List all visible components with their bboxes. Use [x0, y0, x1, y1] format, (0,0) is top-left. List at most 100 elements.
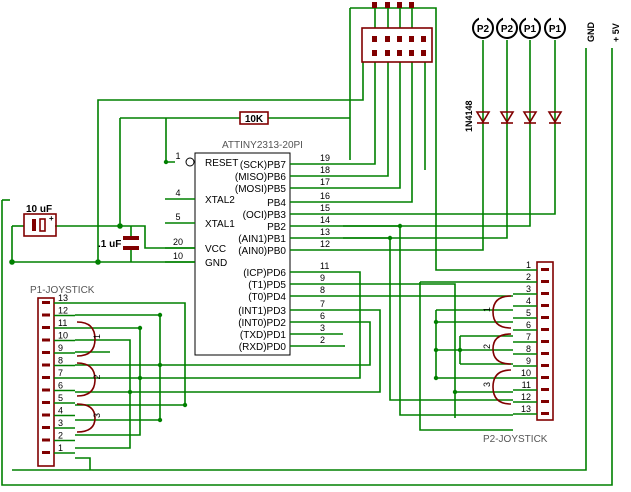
gnd-label: GND	[586, 22, 596, 43]
p2-pin-number: 1	[526, 260, 531, 270]
p2-jumper-label: 3	[482, 382, 492, 387]
ic-pin-label: RESET	[205, 158, 238, 169]
p2-jumper: 1	[482, 295, 512, 329]
capacitor-10uf: 10 uF +	[23, 204, 57, 237]
button-labels: P2 P2 P1 P1	[472, 15, 566, 48]
isp-header	[361, 2, 433, 63]
ic-pin-number: 7	[320, 299, 325, 309]
button-p1-symbol: P1	[519, 15, 541, 48]
p1-pin-number: 4	[58, 406, 63, 416]
p1-jumper: 3	[76, 403, 102, 433]
svg-text:+: +	[49, 214, 54, 223]
ic-pin-number: 4	[175, 188, 180, 198]
p1-pin-number: 10	[58, 331, 68, 341]
ic-pin-label: (T0)PD4	[248, 292, 286, 303]
capacitor-0-1uf: .1 uF	[98, 236, 139, 250]
ic-pin-number: 18	[320, 165, 330, 175]
p1-pin-number: 9	[58, 343, 63, 353]
button-p2-symbol: P2	[472, 15, 494, 48]
p1-jumper: 1	[76, 321, 102, 357]
ic-pin-number: 19	[320, 153, 330, 163]
resistor-label: 10K	[245, 114, 264, 125]
ic-pin-number: 12	[320, 239, 330, 249]
p1-name: P1-JOYSTICK	[30, 285, 95, 296]
p1-pin-number: 13	[58, 293, 68, 303]
ic-pin-number: 5	[175, 212, 180, 222]
button-label: P2	[477, 24, 490, 35]
p1-pin-number: 8	[58, 356, 63, 366]
ic-pin-label: PB2	[267, 222, 286, 233]
p2-pin-number: 8	[526, 344, 531, 354]
ic-pin-number: 9	[320, 273, 325, 283]
p2-jumper-label: 1	[482, 307, 492, 312]
ic-pin-label: (INT0)PD2	[238, 318, 286, 329]
ic-pin-label: (SCK)PB7	[240, 160, 287, 171]
p1-pin-number: 5	[58, 393, 63, 403]
diode-3	[522, 111, 538, 124]
p2-pin-number: 10	[521, 368, 531, 378]
ic-pin-number: 17	[320, 177, 330, 187]
diode-label: 1N4148	[464, 100, 474, 132]
ic-pin-label: (ICP)PD6	[243, 268, 286, 279]
button-label: P2	[501, 24, 514, 35]
p1-pin-number: 1	[58, 443, 63, 453]
p2-pin-number: 13	[521, 404, 531, 414]
ic-pin-label: (AIN0)PB0	[238, 246, 286, 257]
ic-pin-label: VCC	[205, 244, 226, 255]
ic-pin-label: (T1)PD5	[248, 280, 286, 291]
ic-pin-label: (INT1)PD3	[238, 306, 286, 317]
ic-pin-label: (RXD)PD0	[239, 342, 287, 353]
ic-pin-number: 2	[320, 335, 325, 345]
ic-pin-label: XTAL1	[205, 219, 235, 230]
diode-2	[499, 111, 515, 124]
p2-pin-number: 11	[522, 380, 531, 390]
p2-pin-number: 2	[526, 272, 531, 282]
ic-pin-number: 15	[320, 203, 330, 213]
ic-pin-number: 1	[175, 151, 180, 161]
diode-4	[547, 111, 563, 124]
p2-pin-number: 9	[526, 356, 531, 366]
p2-jumper-label: 2	[482, 344, 492, 349]
resistor-10k: 10K	[239, 111, 269, 125]
p2-pin-number: 12	[521, 392, 531, 402]
p1-pin-number: 7	[58, 368, 63, 378]
ic-pin-label: (MISO)PB6	[235, 172, 287, 183]
p1-pin-number: 6	[58, 381, 63, 391]
junctions	[9, 159, 463, 423]
ic-pin-label: (AIN1)PB1	[238, 234, 286, 245]
ic-pin-label: XTAL2	[205, 195, 235, 206]
ic-pin-number: 3	[320, 323, 325, 333]
p2-pin-number: 7	[526, 332, 531, 342]
p1-pin-number: 3	[58, 418, 63, 428]
button-label: P1	[524, 24, 537, 35]
p1-jumper-label: 3	[92, 413, 102, 418]
p1-jumper: 2	[76, 362, 102, 397]
p1-pin-number: 2	[58, 431, 63, 441]
ic-attiny2313: ATTINY2313-20PI 1RESET4XTAL25XTAL120VCC1…	[165, 140, 343, 356]
ic-pin-number: 14	[320, 215, 330, 225]
cap-electrolytic-label: 10 uF	[26, 204, 52, 215]
p2-pin-number: 4	[526, 296, 531, 306]
p2-jumper: 2	[482, 333, 512, 365]
ic-pin-number: 10	[173, 251, 183, 261]
ic-name: ATTINY2313-20PI	[222, 140, 303, 151]
ic-pin-label: (MOSI)PB5	[235, 184, 287, 195]
p1-jumper-label: 2	[92, 374, 102, 379]
button-p2-symbol: P2	[496, 15, 518, 48]
p1-jumper-label: 1	[92, 334, 102, 339]
ic-pin-number: 11	[320, 261, 329, 271]
ic-pin-label: PB4	[267, 198, 286, 209]
vcc-label: + 5V	[611, 23, 621, 42]
ic-pin-number: 13	[320, 227, 330, 237]
p1-pin-number: 12	[58, 306, 68, 316]
button-label: P1	[549, 24, 562, 35]
p2-jumper: 3	[482, 369, 512, 405]
p2-pin-number: 6	[526, 320, 531, 330]
ic-pin-label: (OCI)PB3	[243, 210, 287, 221]
p2-name: P2-JOYSTICK	[483, 434, 548, 445]
